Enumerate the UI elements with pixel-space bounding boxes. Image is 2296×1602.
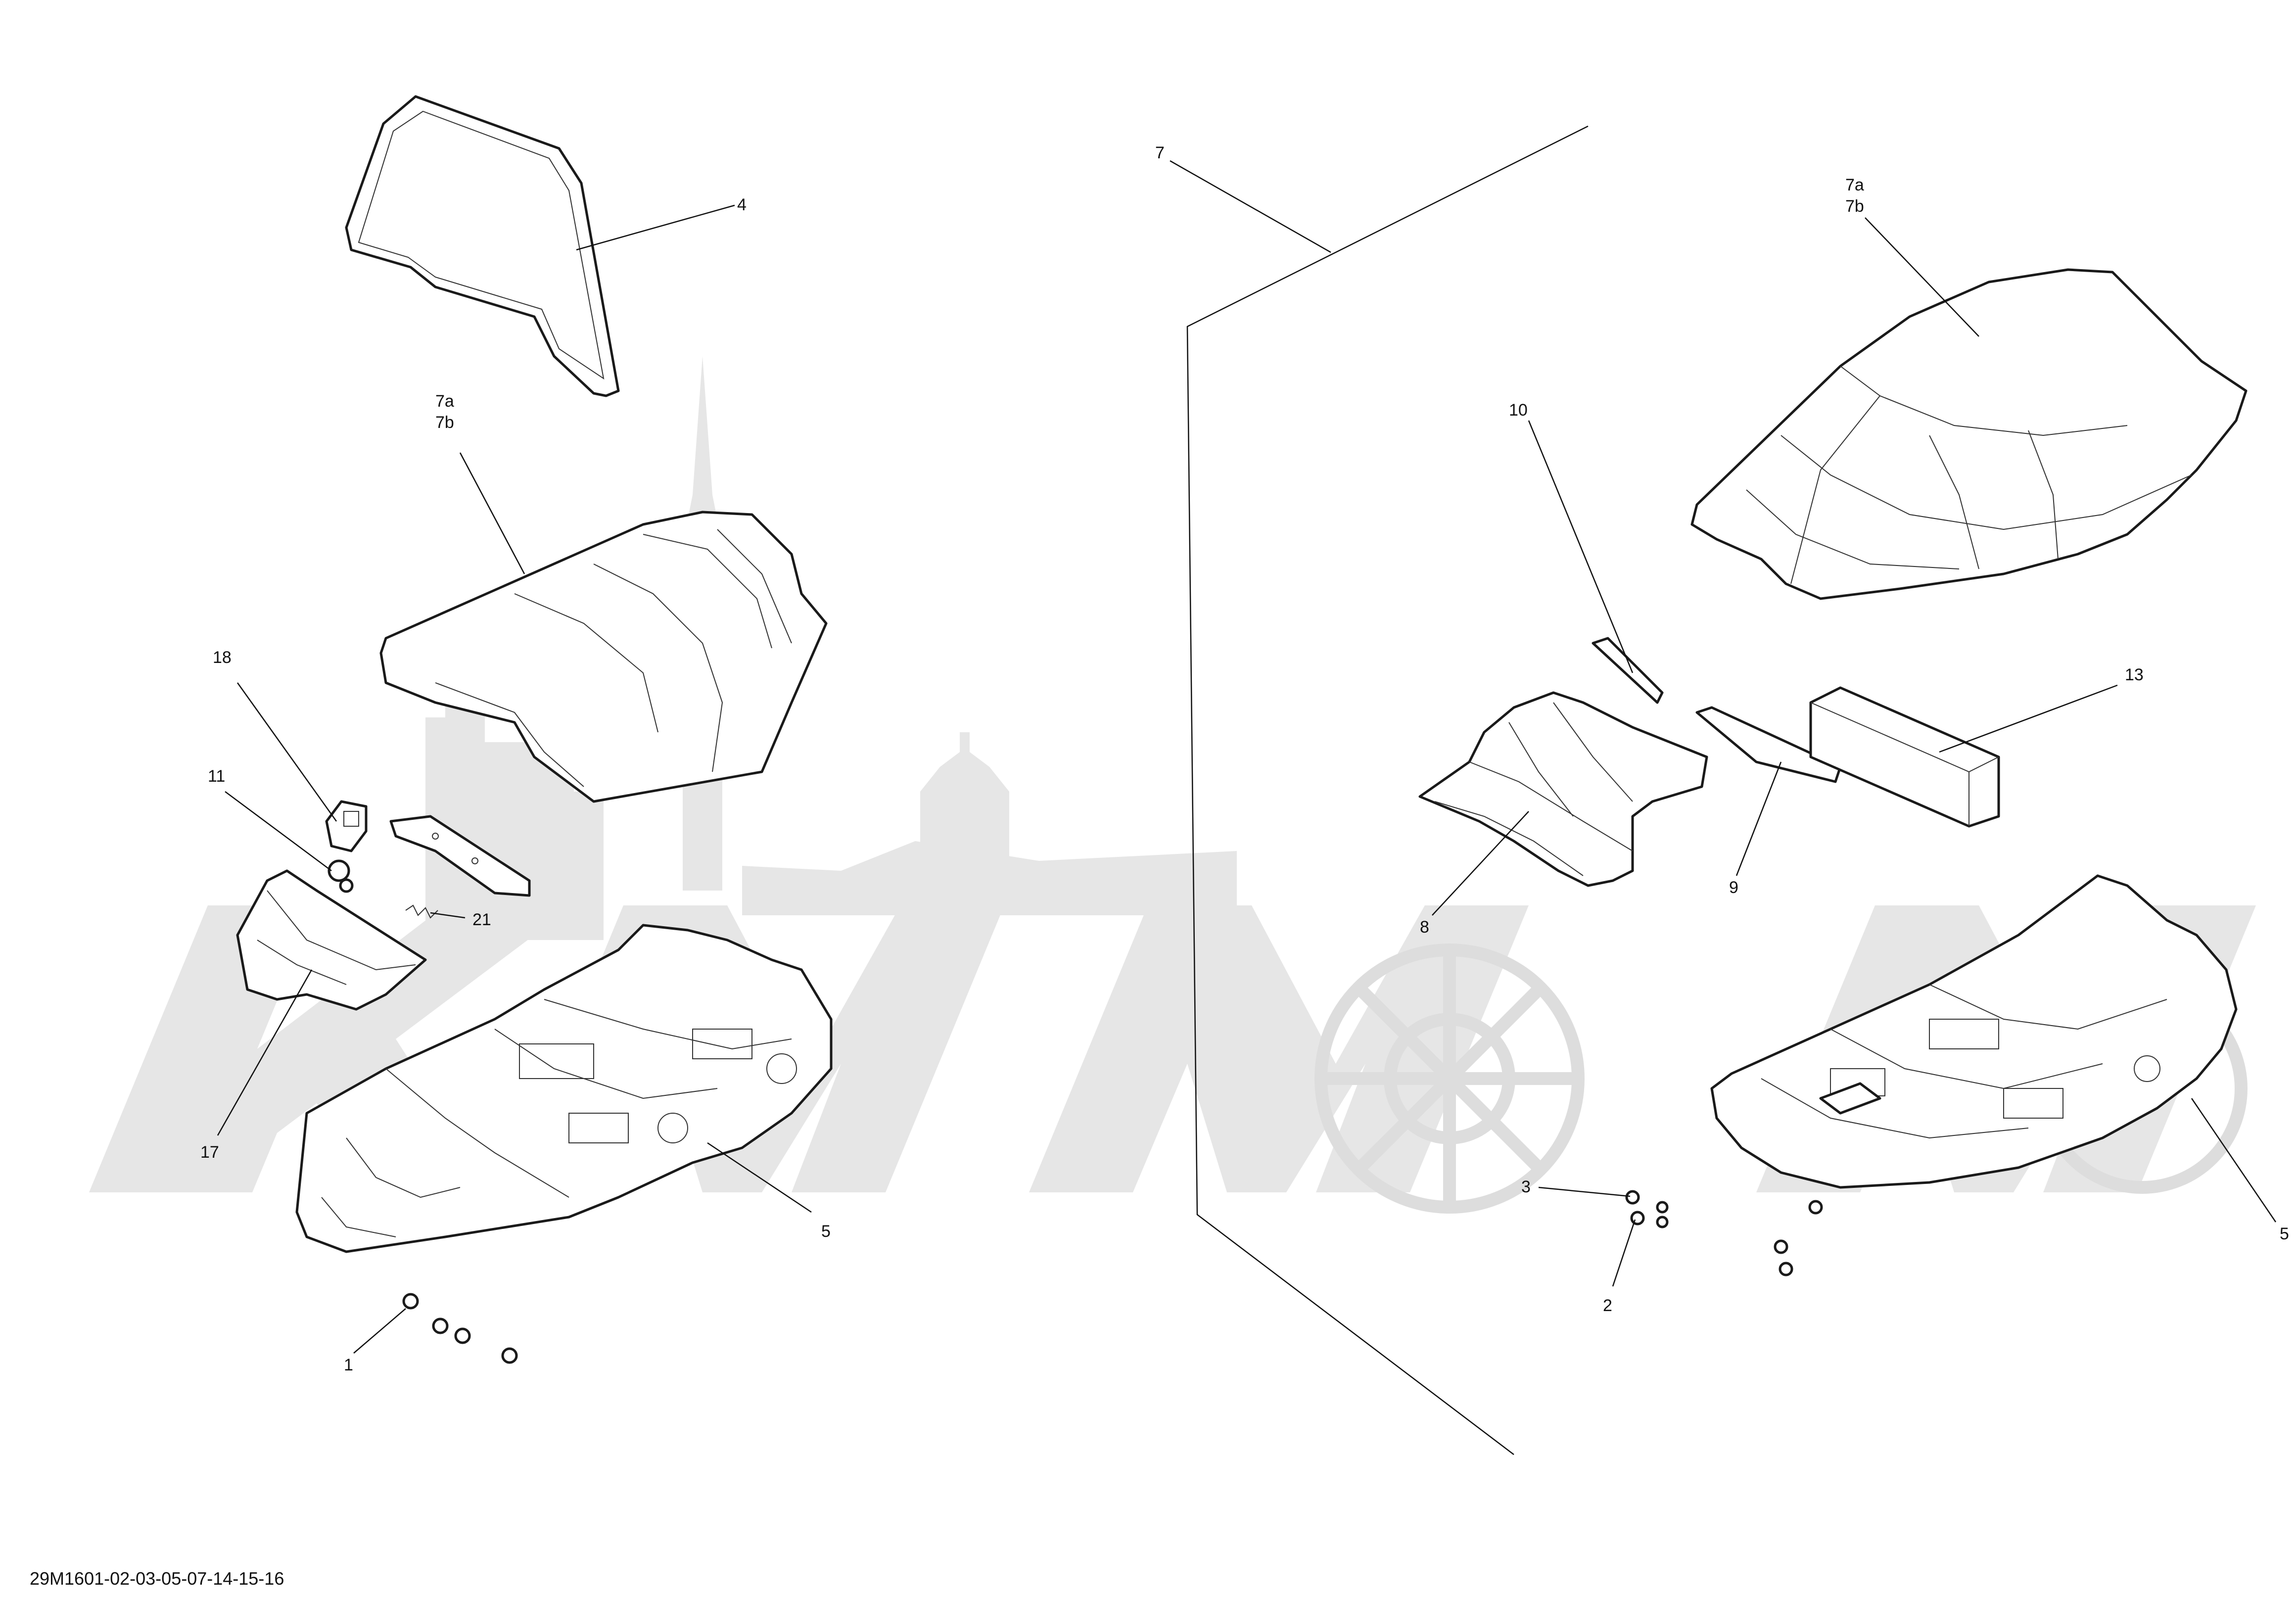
callout-18: 18	[213, 648, 232, 667]
callout-10: 10	[1509, 401, 1528, 420]
part-2-3-fasteners	[1625, 1190, 1823, 1276]
part-10-strip	[1592, 637, 1664, 704]
divider-line	[1186, 125, 1589, 1455]
part-7-seat-right	[1690, 268, 2248, 600]
part-9-plate	[1695, 706, 1842, 783]
callout-7a-left: 7a	[435, 392, 454, 411]
callout-11: 11	[208, 767, 225, 786]
drawing-code: 29M1601-02-03-05-07-14-15-16	[30, 1568, 284, 1589]
callout-17: 17	[200, 1143, 219, 1162]
part-18-latch	[325, 800, 368, 852]
part-5-tray-left	[295, 924, 833, 1253]
callout-8: 8	[1420, 918, 1429, 937]
part-21-spring	[405, 904, 438, 919]
part-7-seat-left	[379, 511, 828, 803]
callout-4: 4	[737, 195, 747, 214]
part-8-storage-tray	[1418, 691, 1708, 887]
part-17-cover	[236, 869, 427, 1011]
callout-9: 9	[1729, 878, 1738, 897]
part-4-backrest-frame	[345, 95, 620, 397]
callout-7b-left: 7b	[435, 413, 454, 432]
part-5-tray-right	[1710, 874, 2238, 1189]
callout-2: 2	[1603, 1296, 1612, 1315]
callout-5-right: 5	[2280, 1225, 2289, 1243]
callout-13: 13	[2125, 665, 2144, 684]
callout-7a-right: 7a	[1845, 176, 1864, 194]
callout-labels: 4 7a 7b 18 11 21 17 5 1 7 7a 7b 10 13 8 …	[200, 143, 2289, 1374]
part-1-fasteners	[402, 1293, 518, 1364]
callout-21: 21	[472, 910, 491, 929]
callout-1: 1	[344, 1356, 353, 1374]
part-13-foam-block	[1809, 686, 2000, 828]
callout-7b-right: 7b	[1845, 197, 1864, 216]
callout-5-left: 5	[821, 1222, 831, 1241]
callout-7: 7	[1155, 143, 1165, 162]
part-11-clip	[328, 859, 354, 893]
bracket	[389, 815, 531, 897]
leader-lines	[217, 160, 2277, 1354]
callout-3: 3	[1521, 1178, 1531, 1196]
